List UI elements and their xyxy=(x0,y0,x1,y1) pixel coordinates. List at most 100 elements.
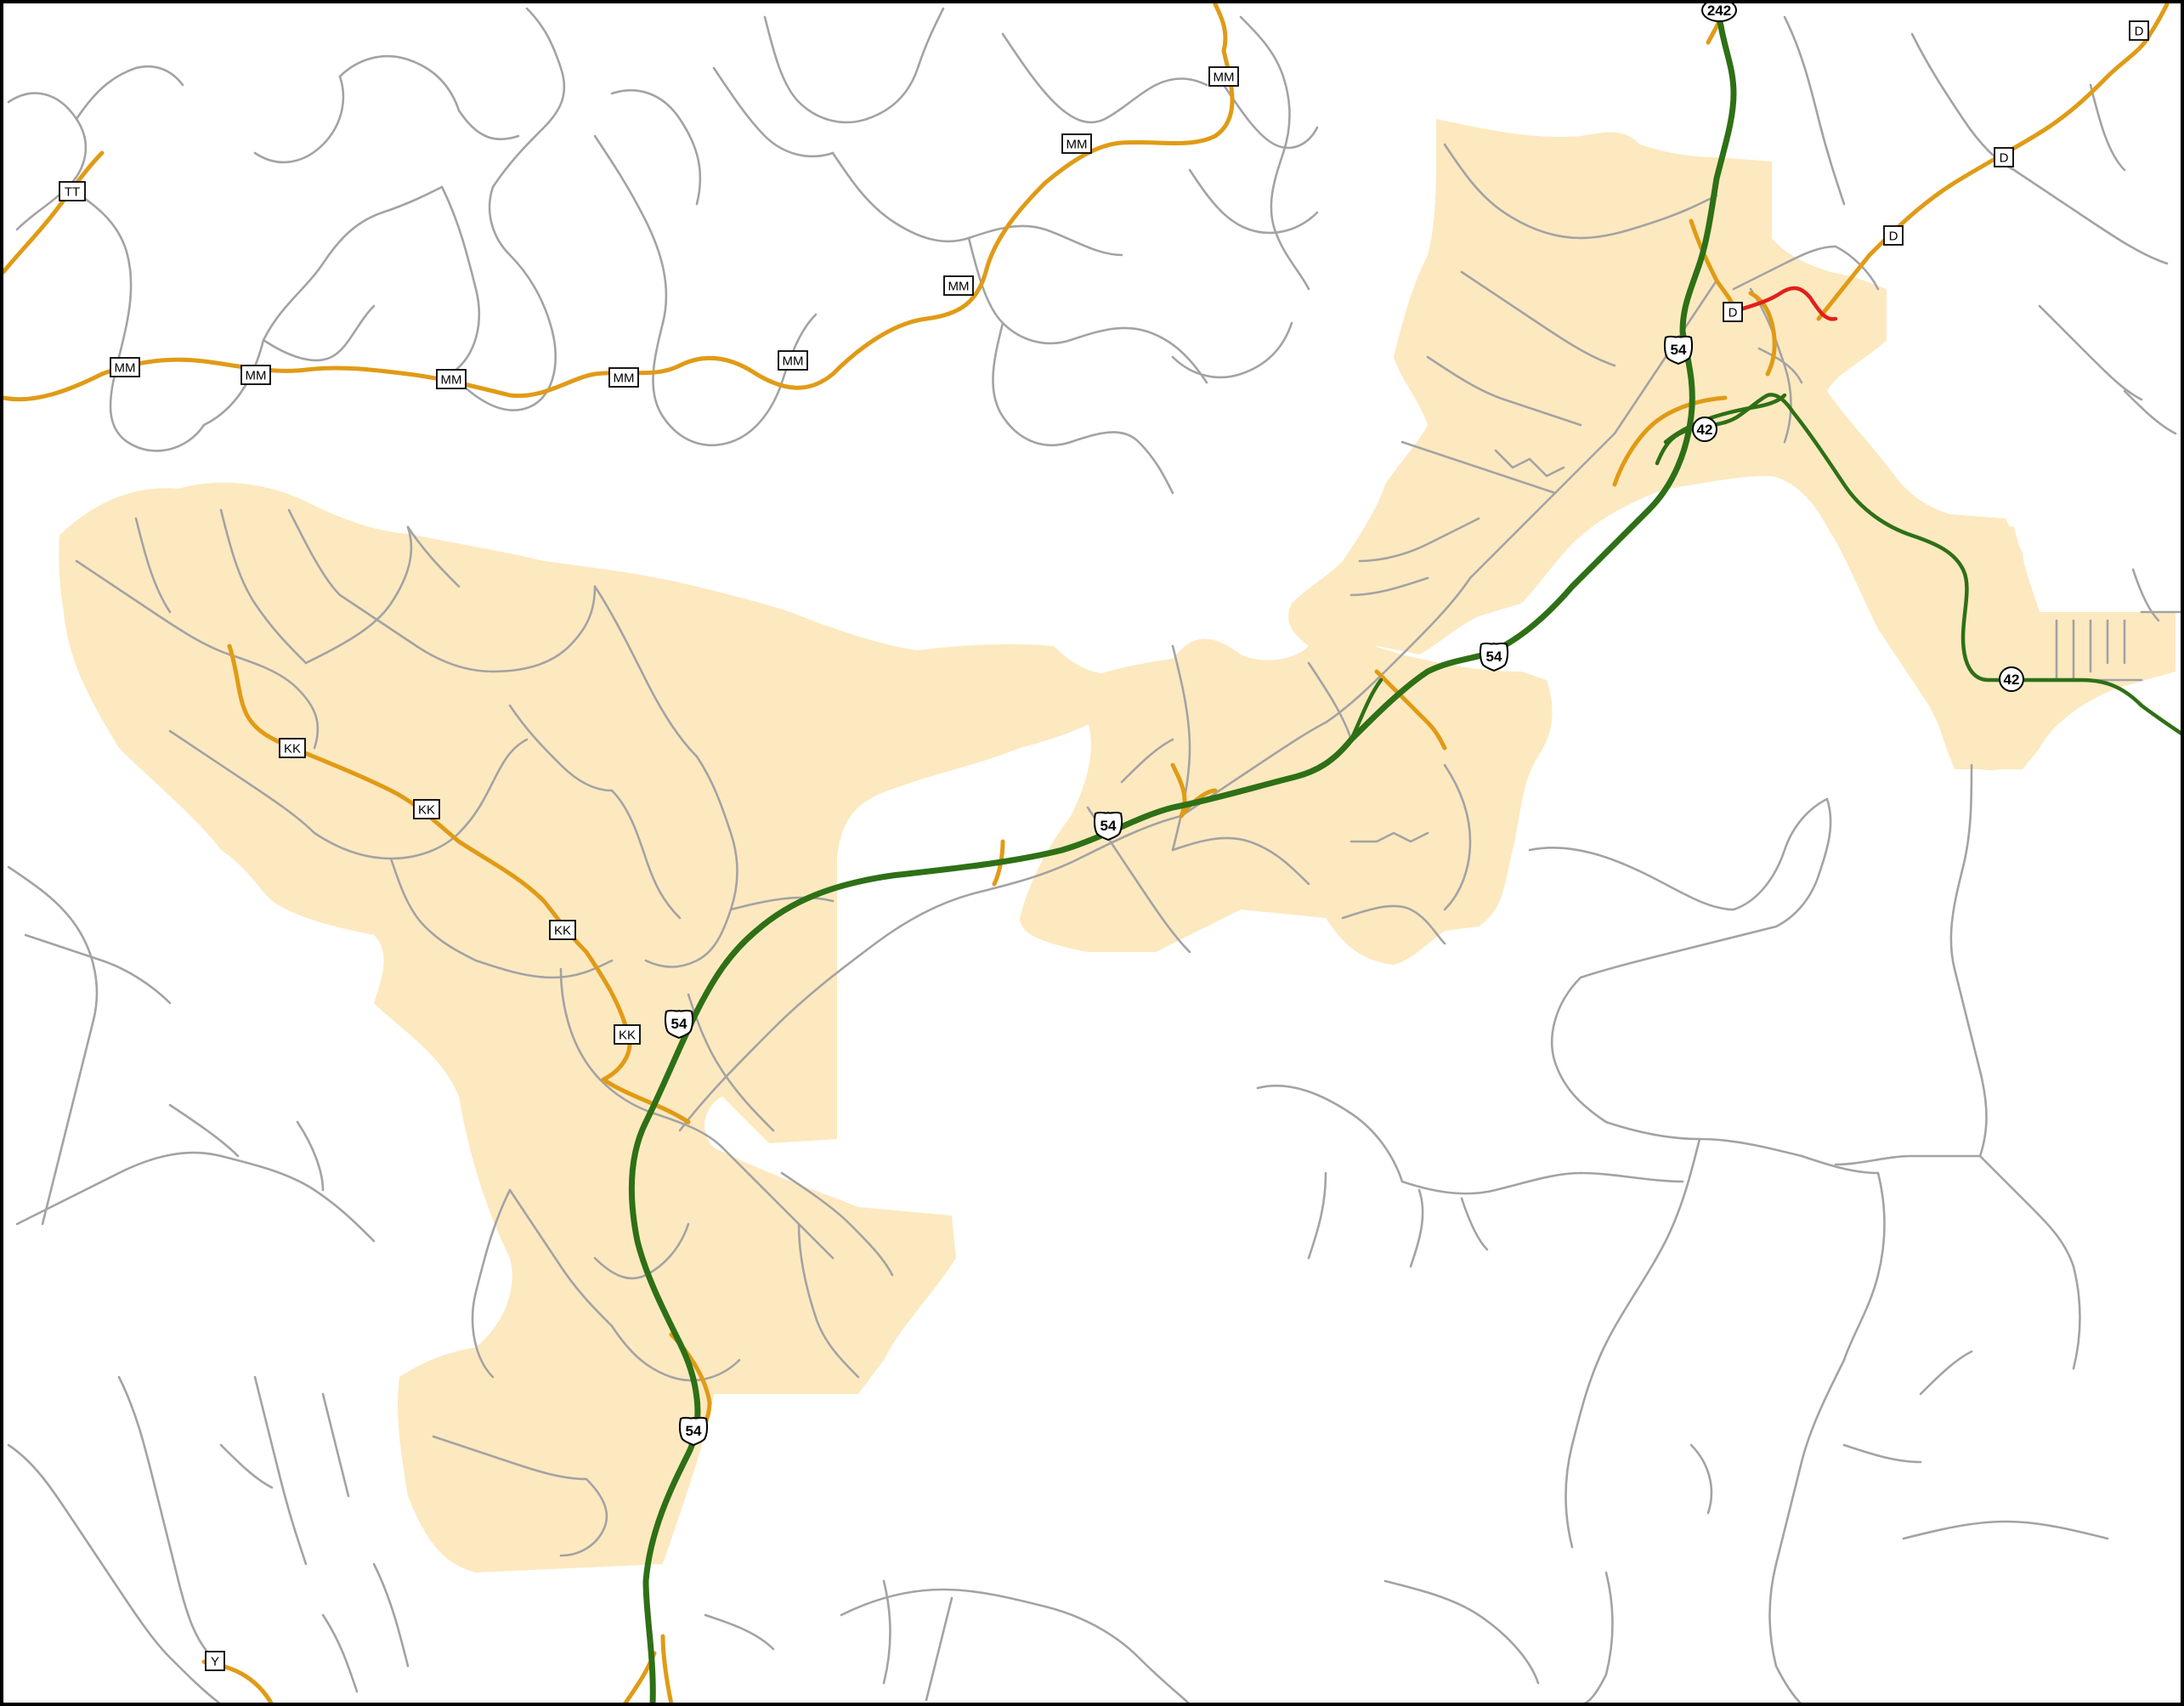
local-road xyxy=(967,236,1072,345)
local-road xyxy=(729,896,835,911)
local-road xyxy=(228,653,320,750)
local-road xyxy=(610,789,682,920)
svg-text:Y: Y xyxy=(211,1655,219,1669)
local-road xyxy=(1919,1350,1973,1396)
local-road xyxy=(1528,847,1735,911)
svg-text:D: D xyxy=(1729,306,1738,320)
local-road xyxy=(925,1596,953,1702)
us-54 xyxy=(628,1,1737,1706)
local-road xyxy=(1774,1358,1846,1566)
local-road xyxy=(1613,279,1718,435)
svg-text:42: 42 xyxy=(1697,422,1713,438)
svg-text:MM: MM xyxy=(948,280,970,294)
route-kk xyxy=(227,643,691,1125)
local-road xyxy=(2072,1265,2081,1370)
local-roads xyxy=(7,7,2184,1706)
route-tt-shield: TT xyxy=(59,181,86,201)
svg-text:MM: MM xyxy=(783,354,804,369)
local-road xyxy=(253,1375,308,1566)
local-road xyxy=(491,585,597,673)
svg-text:MM: MM xyxy=(1214,71,1235,85)
route-shields: MM MM MM MM MM MM MM MM xyxy=(59,0,2149,1671)
local-road xyxy=(1120,738,1174,784)
local-road xyxy=(797,1222,860,1379)
svg-text:KK: KK xyxy=(418,803,435,818)
mo-42-connector xyxy=(1663,393,1787,445)
route-mm-shield: MM xyxy=(943,275,974,296)
mo-42-shield: 42 xyxy=(1692,417,1717,442)
local-road xyxy=(389,857,478,962)
local-road xyxy=(644,908,733,968)
route-mm-north xyxy=(1213,2,1228,54)
local-road xyxy=(1749,287,1792,444)
local-road xyxy=(1579,1171,1684,1183)
state-route-segment xyxy=(660,1634,674,1706)
local-road xyxy=(1044,1605,1191,1706)
svg-text:KK: KK xyxy=(284,742,301,757)
local-road xyxy=(24,933,172,1005)
local-road xyxy=(695,755,738,911)
local-road xyxy=(304,525,413,665)
local-road xyxy=(678,891,979,1132)
local-road xyxy=(7,865,99,1022)
local-road xyxy=(287,508,342,597)
mo-242-shield: 242 xyxy=(1701,0,1737,22)
route-mm-shield: MM xyxy=(240,365,271,385)
local-road xyxy=(1349,576,1429,597)
local-road xyxy=(338,54,461,112)
local-road xyxy=(1494,449,1565,478)
local-road xyxy=(1757,347,1803,384)
local-road xyxy=(1171,836,1310,886)
local-road xyxy=(372,1562,410,1668)
svg-text:D: D xyxy=(1889,230,1898,244)
us-54-shield: 54 xyxy=(1663,335,1694,366)
local-road xyxy=(1358,517,1480,563)
local-road xyxy=(177,1579,214,1659)
local-road xyxy=(610,1324,741,1382)
local-road xyxy=(976,814,1183,894)
local-road xyxy=(75,559,231,656)
local-road xyxy=(1400,440,1557,495)
route-mm-shield: MM xyxy=(436,369,467,389)
local-road xyxy=(134,517,172,614)
local-road xyxy=(704,1613,775,1651)
local-road xyxy=(1842,1171,1886,1362)
local-road xyxy=(406,525,461,588)
local-road xyxy=(1902,1520,2109,1540)
local-road xyxy=(967,224,1123,257)
local-road xyxy=(1842,1443,1922,1464)
local-road xyxy=(1953,967,1988,1158)
local-road xyxy=(488,185,554,333)
local-road xyxy=(7,1443,121,1591)
local-road xyxy=(1550,976,1608,1124)
local-road xyxy=(610,89,702,206)
local-road xyxy=(1171,644,1191,852)
state-route-segment xyxy=(1748,291,1777,377)
local-road xyxy=(1579,1571,1614,1706)
local-road xyxy=(1256,1085,1404,1183)
local-road xyxy=(2131,568,2160,622)
local-road xyxy=(1383,1579,1540,1685)
local-road xyxy=(1468,432,1616,580)
local-road xyxy=(1774,797,1832,928)
local-road xyxy=(117,1375,180,1583)
local-road xyxy=(2089,83,2126,172)
local-road xyxy=(1949,763,1973,971)
local-road xyxy=(1222,83,1319,150)
route-mm-shield: MM xyxy=(1208,66,1239,87)
local-road xyxy=(117,1588,223,1706)
local-road xyxy=(1732,245,1837,291)
mo-42 xyxy=(1655,393,2184,738)
svg-text:KK: KK xyxy=(619,1029,636,1043)
local-road xyxy=(491,66,566,189)
local-road xyxy=(831,151,970,243)
local-road xyxy=(1400,1171,1582,1195)
local-road xyxy=(865,7,945,121)
local-road xyxy=(1800,1154,1880,1175)
urban-area-central xyxy=(1020,638,1553,965)
route-mm-shield: MM xyxy=(110,357,140,377)
route-kk-shield: KK xyxy=(614,1024,641,1045)
local-road xyxy=(763,15,869,124)
local-road xyxy=(653,1112,724,1149)
